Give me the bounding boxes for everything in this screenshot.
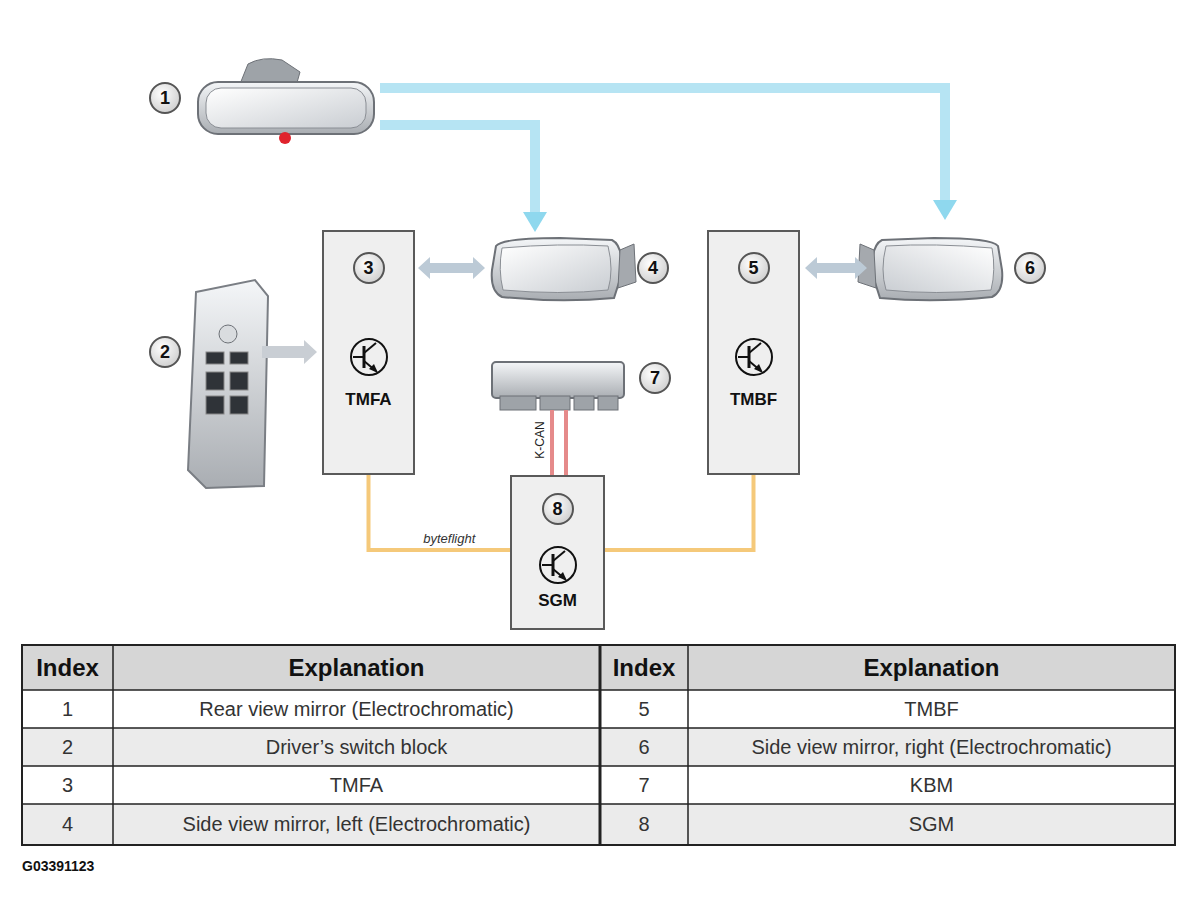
callout-number: 2 [149,336,181,368]
symbol-line [364,343,376,353]
table-cell: 4 [22,804,113,845]
signal-arrow [262,340,317,364]
transistor-symbol [538,545,578,585]
module-name: TMBF [730,390,777,410]
sensor-dot [279,132,291,144]
module-box: 8SGM [510,475,605,630]
module-name: SGM [538,591,577,611]
table-cell: 8 [600,804,688,845]
callout-number: 1 [149,82,181,114]
double-arrow [418,257,485,279]
callout-number: 4 [637,252,669,284]
callout-number: 5 [738,252,770,284]
symbol-arrow [754,364,763,373]
k-can-wire [564,410,568,475]
figure-code: G03391123 [22,858,94,874]
symbol-circle [351,339,387,375]
table-cell: 5 [600,690,688,728]
table-cell: TMBF [688,690,1175,728]
bus-line [369,475,511,550]
symbol-line [353,356,364,358]
arrowhead [933,200,957,220]
symbol-line [362,346,365,368]
switch-block [188,280,268,488]
table-cell: 1 [22,690,113,728]
table-cell: SGM [688,804,1175,845]
kbm-module [492,362,624,398]
table-cell: TMFA [113,766,600,804]
module-box: 3TMFA [322,230,415,475]
table-header: Index [22,645,113,690]
table-cell: 6 [600,728,688,766]
table-cell: Rear view mirror (Electrochromatic) [113,690,600,728]
module-name: TMFA [345,390,391,410]
table-header: Explanation [113,645,600,690]
table-cell: 7 [600,766,688,804]
symbol-line [747,346,750,368]
double-arrow [805,257,867,279]
side-mirror-left [492,238,622,300]
table-cell: Side view mirror, left (Electrochromatic… [113,804,600,845]
symbol-circle [540,547,576,583]
symbol-line [553,551,565,561]
bus-path [605,475,754,550]
table-cell: Side view mirror, right (Electrochromati… [688,728,1175,766]
symbol-line [738,356,749,358]
transistor-symbol [349,337,389,377]
symbol-line [749,343,761,353]
mirror-arm [618,244,636,288]
callout-number: 6 [1014,252,1046,284]
bus-path [369,475,511,550]
switch-button [219,325,237,343]
bus-name: K-CAN [533,421,547,458]
transistor-symbol [734,337,774,377]
symbol-line [551,554,554,576]
rear-view-mirror [198,82,374,134]
mirror-glass [500,245,611,293]
bus-label: byteflight [423,531,475,546]
table-cell: KBM [688,766,1175,804]
symbol-arrow [369,364,378,373]
control-band [380,88,945,202]
switch-buttons [206,352,248,414]
k-can-wire [550,410,554,475]
module-connectors [500,396,618,410]
table-header: Explanation [688,645,1175,690]
bus-line [605,475,754,550]
symbol-circle [736,339,772,375]
table-cell: 3 [22,766,113,804]
table-header: Index [600,645,688,690]
table-grid [22,645,1175,845]
callout-number: 3 [353,252,385,284]
symbol-arrow [558,572,567,581]
arrowhead [523,212,547,232]
mirror-glass [883,245,994,293]
side-mirror-right [872,238,1002,300]
module-box: 5TMBF [707,230,800,475]
table-cell: 2 [22,728,113,766]
mirror-glass [206,88,366,128]
symbol-line [542,564,553,566]
callout-number: 8 [542,493,574,525]
table-cell: Driver’s switch block [113,728,600,766]
control-band [380,125,535,214]
callout-number: 7 [639,362,671,394]
